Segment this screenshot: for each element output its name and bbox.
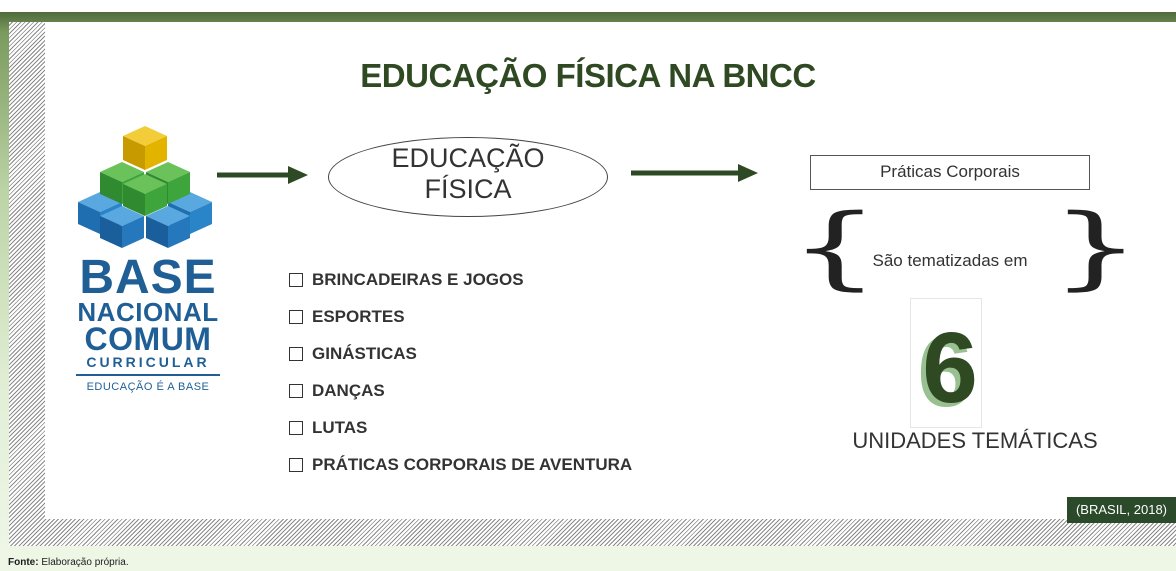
practice-label: PRÁTICAS CORPORAIS DE AVENTURA	[312, 455, 633, 474]
checkbox-icon	[289, 347, 303, 361]
practice-label: ESPORTES	[312, 307, 405, 326]
ellipse-line-2: FÍSICA	[424, 174, 512, 204]
bncc-logo-wordmark: BASE NACIONAL COMUM CURRICULAR EDUCAÇÃO …	[72, 251, 224, 394]
practice-label: BRINCADEIRAS E JOGOS	[312, 270, 524, 289]
arrowhead-icon	[738, 164, 758, 182]
logo-divider	[76, 374, 220, 376]
practice-label: GINÁSTICAS	[312, 344, 417, 363]
slide-title: EDUCAÇÃO FÍSICA NA BNCC	[360, 57, 816, 94]
checkbox-icon	[289, 421, 303, 435]
slide-frame	[9, 22, 1176, 546]
practices-list: BRINCADEIRAS E JOGOS ESPORTES GINÁSTICAS…	[289, 270, 632, 492]
list-item: BRINCADEIRAS E JOGOS	[289, 270, 632, 307]
logo-line-curricular: CURRICULAR	[86, 354, 210, 370]
right-brace-icon: }	[1049, 195, 1142, 300]
logo-line-comum: COMUM	[84, 321, 212, 357]
slide-content-area	[45, 22, 1176, 519]
list-item: PRÁTICAS CORPORAIS DE AVENTURA	[289, 455, 632, 492]
list-item: GINÁSTICAS	[289, 344, 632, 381]
checkbox-icon	[289, 458, 303, 472]
list-item: DANÇAS	[289, 381, 632, 418]
checkbox-icon	[289, 384, 303, 398]
practice-label: LUTAS	[312, 418, 368, 437]
citation-badge: (BRASIL, 2018)	[1067, 497, 1176, 523]
practice-label: DANÇAS	[312, 381, 385, 400]
checkbox-icon	[289, 310, 303, 324]
footer-bar	[0, 554, 1176, 571]
tematizadas-text: São tematizadas em	[872, 251, 1028, 270]
logo-line-nacional: NACIONAL	[77, 297, 219, 327]
praticas-corporais-box: Práticas Corporais	[810, 155, 1090, 190]
arrowhead-icon	[288, 166, 308, 184]
count-frame	[910, 298, 982, 428]
footer-source: Fonte: Elaboração própria.	[8, 557, 129, 569]
checkbox-icon	[289, 273, 303, 287]
educacao-fisica-ellipse	[328, 137, 608, 217]
footer-text: Elaboração própria.	[41, 557, 129, 568]
bncc-cubes-logo-icon	[78, 126, 212, 248]
unidades-count: 6	[922, 312, 978, 424]
left-brace-icon: {	[788, 195, 881, 300]
header-strip	[0, 0, 1176, 12]
unidades-tematicas-label: UNIDADES TEMÁTICAS	[852, 428, 1098, 453]
logo-line-base: BASE	[79, 251, 217, 304]
list-item: LUTAS	[289, 418, 632, 455]
list-item: ESPORTES	[289, 307, 632, 344]
ellipse-line-1: EDUCAÇÃO	[391, 143, 545, 173]
educacao-fisica-label: EDUCAÇÃO FÍSICA	[328, 143, 608, 205]
footer-label: Fonte:	[8, 557, 39, 568]
logo-tagline: EDUCAÇÃO É A BASE	[86, 381, 210, 393]
